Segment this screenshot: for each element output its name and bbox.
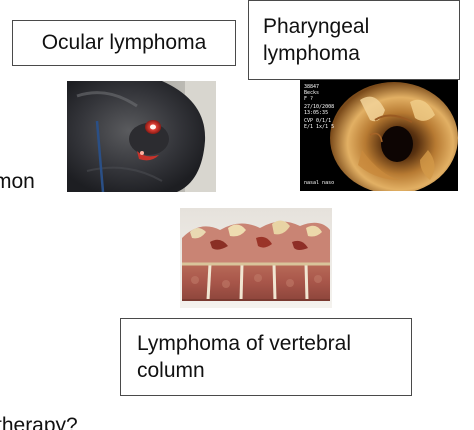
endoscope-line-2: Becks bbox=[304, 90, 319, 96]
cut-off-text-left: mon bbox=[0, 170, 35, 193]
vertebral-line1: Lymphoma of vertebral bbox=[137, 331, 351, 355]
endoscope-line-7: E/1 1x/1 5 bbox=[304, 124, 334, 130]
endoscope-line-1: 38847 bbox=[304, 84, 319, 90]
pharyngeal-line2: lymphoma bbox=[263, 42, 360, 65]
endoscope-footer: nasal naso bbox=[304, 180, 334, 186]
endoscope-line-4: 27/10/2008 bbox=[304, 104, 334, 110]
pharyngeal-lymphoma-label: Pharyngeal lymphoma bbox=[248, 0, 460, 80]
horse-eye-photo bbox=[67, 81, 216, 192]
endoscope-line-5: 13:05:35 bbox=[304, 110, 328, 116]
vertebral-line2: column bbox=[137, 359, 205, 382]
ocular-lymphoma-text: Ocular lymphoma bbox=[41, 31, 207, 55]
vertebral-lymphoma-label: Lymphoma of vertebral column bbox=[120, 318, 412, 396]
ocular-lymphoma-label: Ocular lymphoma bbox=[12, 20, 236, 66]
cut-off-text-bottom: therapy? bbox=[0, 414, 78, 430]
endoscope-line-3: F ? bbox=[304, 96, 313, 102]
vertebral-specimen-photo bbox=[180, 208, 332, 308]
throat-endoscopy-photo: 38847 Becks F ? 27/10/2008 13:05:35 CVP … bbox=[300, 80, 458, 191]
endoscope-line-6: CVP 0/1/1 bbox=[304, 118, 331, 124]
pharyngeal-line1: Pharyngeal bbox=[263, 14, 370, 38]
